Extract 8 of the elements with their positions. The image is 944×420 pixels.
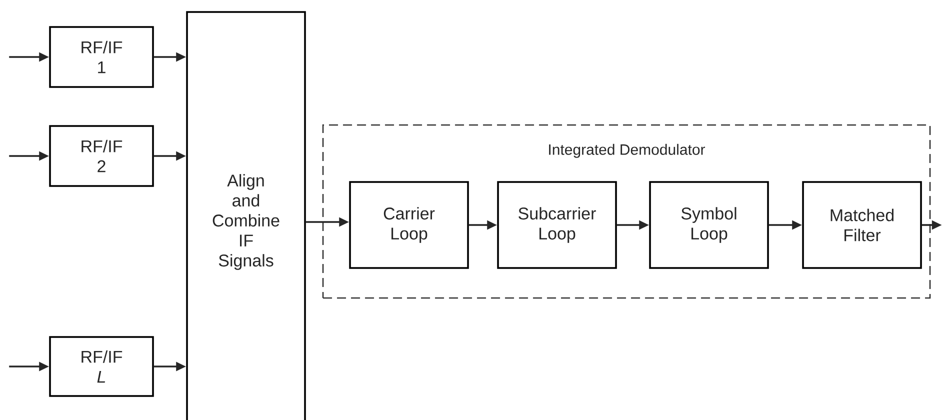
process-box: Subcarrier Loop — [497, 181, 617, 269]
process-box: RF/IF 1 — [49, 26, 154, 88]
process-box: Symbol Loop — [649, 181, 769, 269]
process-box: RF/IF L — [49, 336, 154, 397]
process-box: RF/IF 2 — [49, 125, 154, 187]
process-box: Carrier Loop — [349, 181, 469, 269]
process-box: Matched Filter — [802, 181, 922, 269]
process-box: Align and Combine IF Signals — [186, 11, 306, 420]
